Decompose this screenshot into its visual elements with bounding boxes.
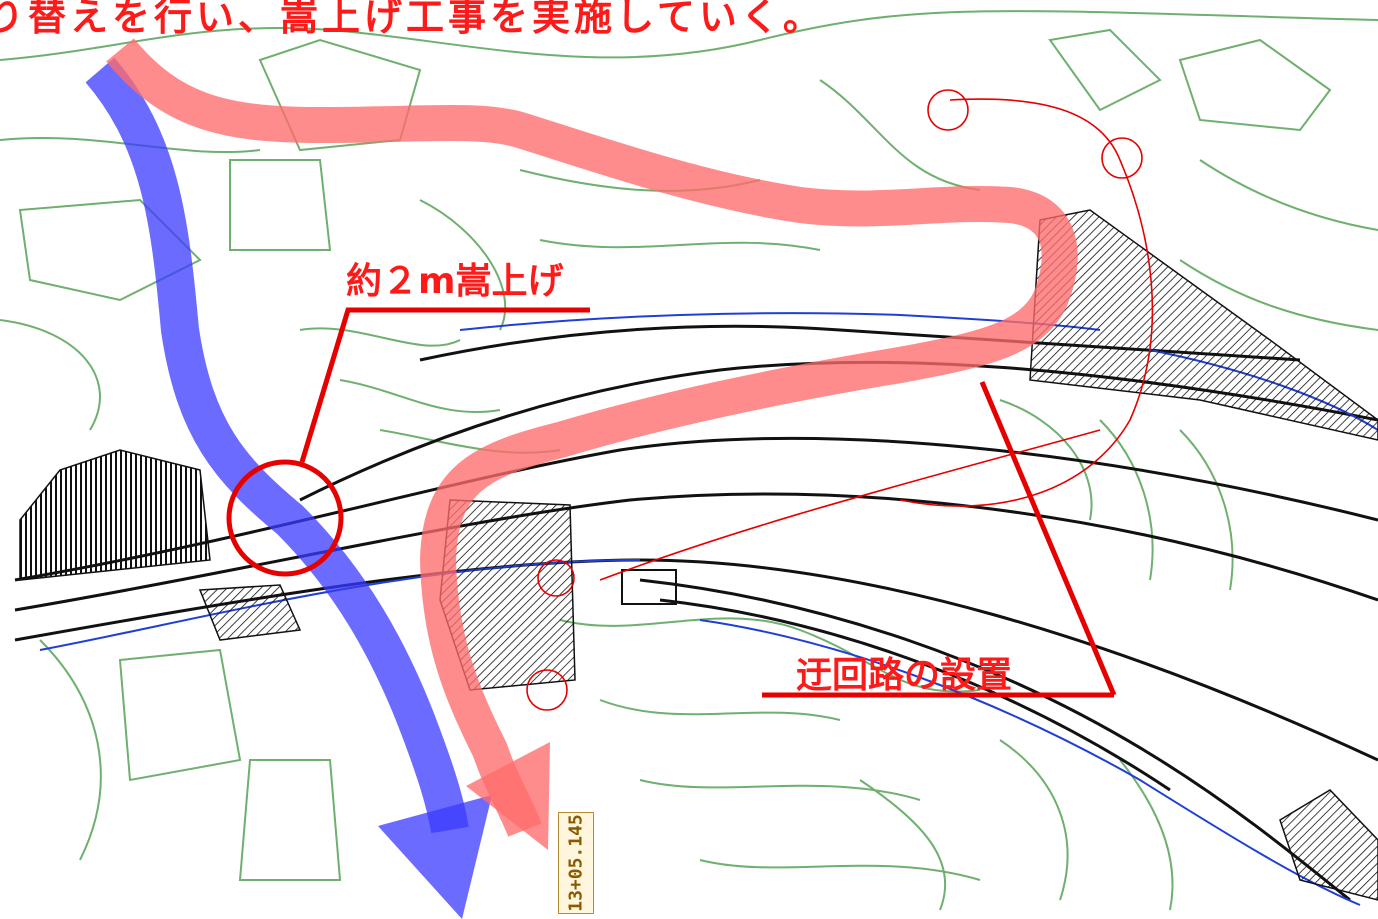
blue-route-arrow <box>85 57 492 919</box>
red-plan-lines <box>526 89 1154 711</box>
raise-callout <box>226 307 590 577</box>
structure-box <box>621 569 677 605</box>
station-label: 13+05.145 <box>565 814 587 912</box>
raise-label: 約２m嵩上げ <box>346 261 564 302</box>
terrain-lines <box>0 10 1378 911</box>
detour-route-arrow <box>106 38 1078 850</box>
figure-caption: り替えを行い、嵩上げ工事を実施していく。 <box>0 0 825 39</box>
station-tag: 13+05.145 <box>558 812 594 914</box>
detour-label: 迂回路の設置 <box>796 655 1013 696</box>
hatched-areas <box>19 209 1378 901</box>
detour-callout <box>762 381 1117 698</box>
